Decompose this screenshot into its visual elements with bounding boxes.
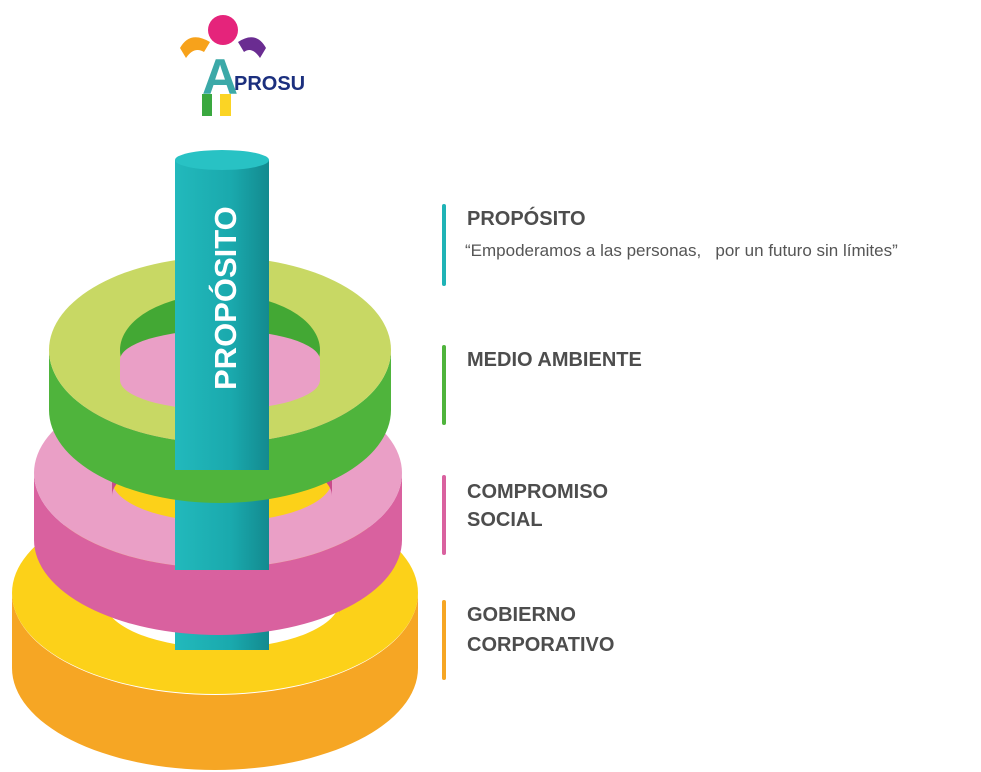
legend-desc-proposito: “Empoderamos a las personas, por un futu…: [465, 241, 898, 260]
legend-title-gobierno-corporativo: GOBIERNO: [467, 604, 576, 626]
legend-bar-proposito: [442, 204, 446, 286]
logo-arm-left-icon: [180, 37, 210, 58]
column-label: PROPÓSITO: [207, 206, 243, 390]
legend-bar-medio-ambiente: [442, 345, 446, 425]
legend-title-medio-ambiente: MEDIO AMBIENTE: [467, 349, 642, 371]
legend-title-compromiso-social: COMPROMISO: [467, 481, 609, 503]
logo-text: PROSU: [234, 73, 305, 95]
column-top: [175, 150, 269, 170]
rings-diagram: PROPÓSITO: [12, 150, 418, 770]
logo-arm-right-icon: [238, 37, 266, 58]
legend-title-proposito: PROPÓSITO: [467, 208, 586, 230]
aprosu-logo: A PROSU: [180, 15, 305, 116]
logo-leg-right-icon: [220, 94, 231, 116]
legend-item-compromiso-social: COMPROMISO SOCIAL: [442, 475, 742, 555]
logo-head-icon: [208, 15, 238, 45]
legend-item-medio-ambiente: MEDIO AMBIENTE: [442, 345, 742, 425]
legend-bar-gobierno-corporativo: [442, 600, 446, 680]
ring-medio-ambiente: [49, 180, 391, 503]
logo-leg-left-icon: [202, 94, 212, 116]
legend-title2-compromiso-social: SOCIAL: [467, 509, 543, 531]
legend-item-gobierno-corporativo: GOBIERNO CORPORATIVO: [442, 600, 742, 680]
legend-item-proposito: PROPÓSITO “Empoderamos a las personas, p…: [442, 204, 972, 286]
legend-bar-compromiso-social: [442, 475, 446, 555]
legend-title2-gobierno-corporativo: CORPORATIVO: [467, 634, 615, 656]
